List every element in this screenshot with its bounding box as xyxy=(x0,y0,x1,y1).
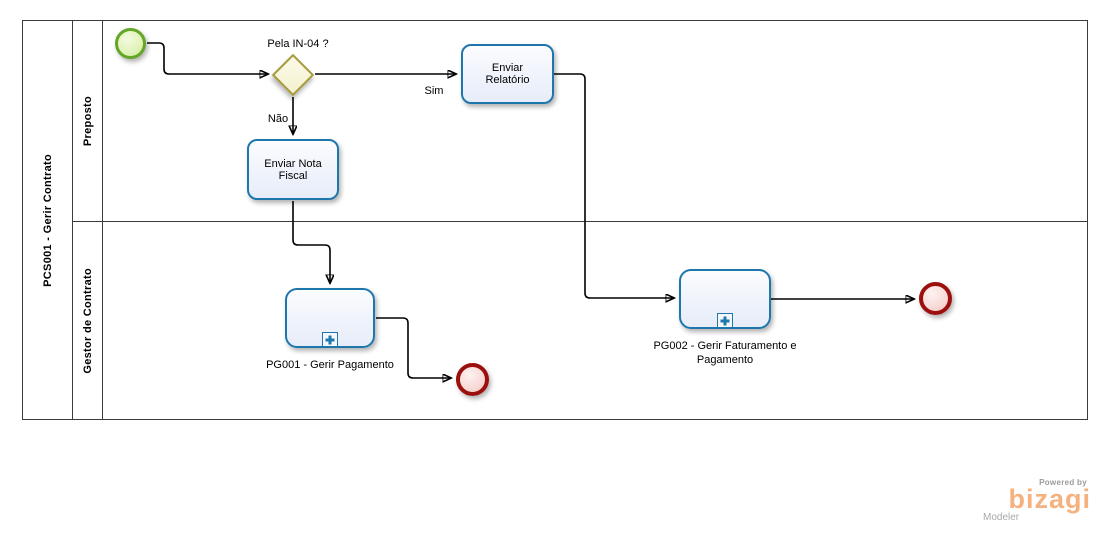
flow-label-sim: Sim xyxy=(424,85,444,97)
subprocess-pg002-label: PG002 - Gerir Faturamento e Pagamento xyxy=(653,340,797,367)
task-enviar-nota-fiscal[interactable]: Enviar Nota Fiscal xyxy=(247,139,339,200)
flow-pg001-to-end[interactable] xyxy=(376,317,451,378)
lane-divider xyxy=(73,221,1087,222)
bizagi-branding: Powered by bizagi Modeler xyxy=(981,478,1091,523)
task-enviar-relatorio[interactable]: Enviar Relatório xyxy=(461,44,554,104)
end-event-faturamento[interactable] xyxy=(919,282,952,315)
flow-nota-to-pg001[interactable] xyxy=(292,201,330,283)
powered-by-text: Powered by xyxy=(1039,477,1087,487)
gateway-question-label: Pela IN-04 ? xyxy=(267,38,329,50)
subprocess-pg001-label: PG001 - Gerir Pagamento xyxy=(266,359,394,371)
pool-pcs001[interactable]: PCS001 - Gerir Contrato Preposto Gestor … xyxy=(22,20,1088,420)
end-event-pagamento[interactable] xyxy=(456,363,489,396)
bizagi-product-name: Modeler xyxy=(983,512,1020,523)
pool-title-band[interactable]: PCS001 - Gerir Contrato xyxy=(23,21,73,419)
subprocess-pg001[interactable] xyxy=(285,288,375,348)
start-event[interactable] xyxy=(115,28,146,59)
flow-relatorio-to-pg002[interactable] xyxy=(554,73,674,298)
subprocess-pg002[interactable] xyxy=(679,269,771,329)
subprocess-plus-icon[interactable] xyxy=(322,332,338,347)
flow-label-nao: Não xyxy=(267,113,289,125)
flow-start-to-gateway[interactable] xyxy=(147,42,268,74)
task-enviar-nota-fiscal-label: Enviar Nota Fiscal xyxy=(264,157,322,182)
task-enviar-relatorio-label: Enviar Relatório xyxy=(485,62,530,86)
subprocess-plus-icon[interactable] xyxy=(717,313,733,328)
bizagi-logo: bizagi xyxy=(1008,483,1091,514)
